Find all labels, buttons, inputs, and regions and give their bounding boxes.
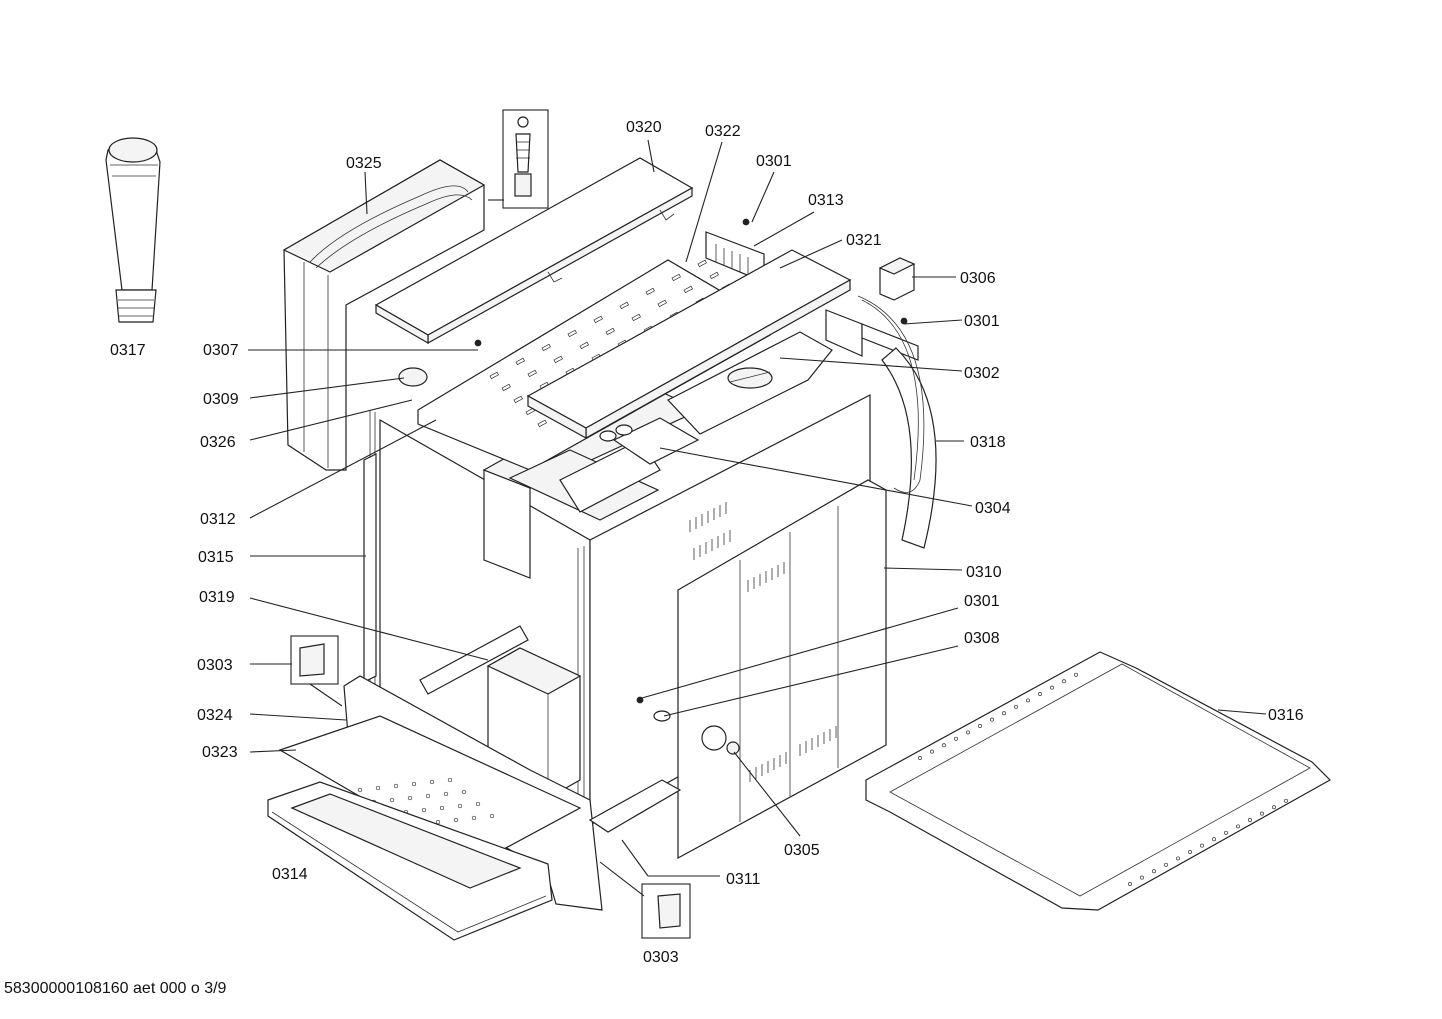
control-foil-buttons <box>357 777 495 829</box>
label-0315: 0315 <box>198 549 234 566</box>
leader-lines <box>248 139 1267 897</box>
part-water-filter <box>105 137 161 323</box>
part-lid <box>667 331 833 435</box>
label-0325: 0325 <box>346 155 382 172</box>
label-0318: 0318 <box>970 434 1006 451</box>
label-0323: 0323 <box>202 744 238 761</box>
label-0307: 0307 <box>203 342 239 359</box>
part-front-cover-strip <box>526 249 852 440</box>
label-0305: 0305 <box>784 842 820 859</box>
label-0321: 0321 <box>846 232 882 249</box>
part-cable-channel <box>857 295 937 549</box>
part-top-cover-strip <box>374 157 694 345</box>
label-0301-right: 0301 <box>964 313 1000 330</box>
screw-icons <box>398 218 908 755</box>
label-0310: 0310 <box>966 564 1002 581</box>
part-back-panel <box>677 479 887 860</box>
part-side-panel <box>363 453 377 683</box>
part-small-plate <box>599 417 700 465</box>
part-labels: 0317 0325 0320 0322 0301 0313 0321 0306 … <box>110 119 1304 966</box>
label-0314: 0314 <box>272 866 308 883</box>
label-0311: 0311 <box>726 871 761 888</box>
label-0304: 0304 <box>975 500 1011 517</box>
label-0306: 0306 <box>960 270 996 287</box>
label-0308: 0308 <box>964 630 1000 647</box>
label-0301-mid: 0301 <box>964 593 1000 610</box>
label-0303-bottom: 0303 <box>643 949 679 966</box>
part-lower-trim <box>588 779 682 833</box>
label-0313: 0313 <box>808 192 844 209</box>
label-0302: 0302 <box>964 365 1000 382</box>
part-valve-inset <box>502 109 549 209</box>
label-0322: 0322 <box>705 123 741 140</box>
drawing-reference: 58300000108160 aet 000 o 3/9 <box>4 980 227 997</box>
label-0309: 0309 <box>203 391 239 408</box>
label-0301-top: 0301 <box>756 153 792 170</box>
label-0303-left: 0303 <box>197 657 233 674</box>
part-switch <box>878 257 916 301</box>
label-0324: 0324 <box>197 707 233 724</box>
base-plate-holes <box>918 672 1288 886</box>
label-0319: 0319 <box>199 589 235 606</box>
part-clip-inset-left <box>290 635 339 685</box>
label-0316: 0316 <box>1268 707 1304 724</box>
part-base-plate <box>865 651 1331 911</box>
part-water-tank <box>282 159 486 471</box>
label-0320: 0320 <box>626 119 662 136</box>
part-drip-tray <box>267 781 553 941</box>
label-0317: 0317 <box>110 342 146 359</box>
label-0326: 0326 <box>200 434 236 451</box>
back-panel-vents <box>689 502 837 782</box>
part-clip-inset-bottom <box>641 883 691 939</box>
label-0312: 0312 <box>200 511 236 528</box>
part-right-bracket <box>825 309 919 361</box>
